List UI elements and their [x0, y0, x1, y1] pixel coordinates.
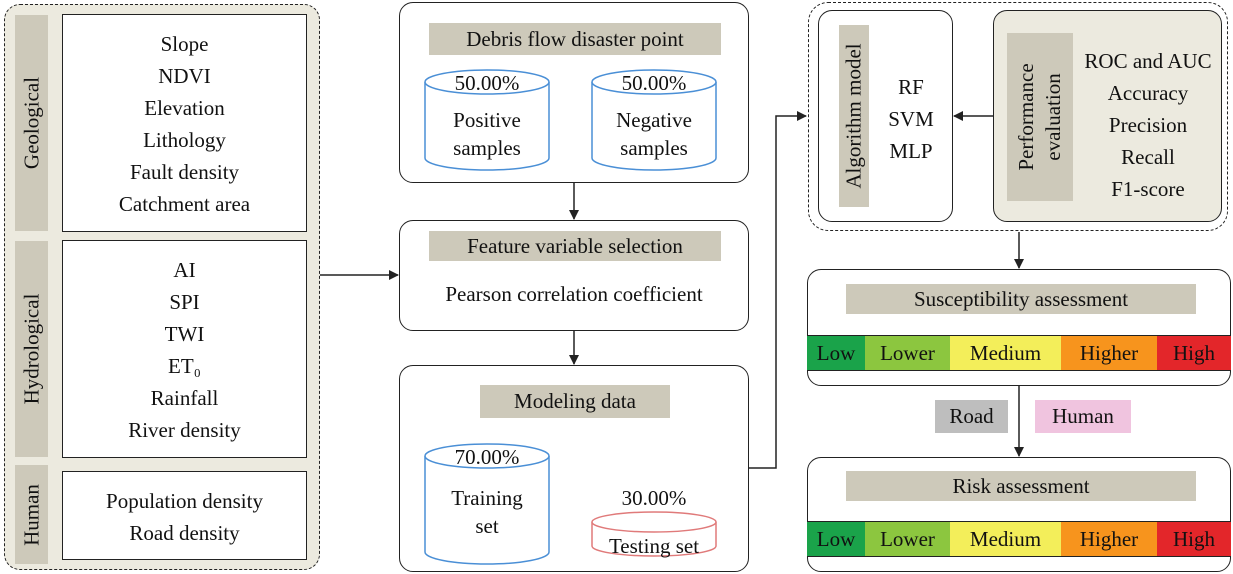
metric-item: Precision — [1108, 113, 1188, 137]
level-low: Low — [807, 336, 865, 370]
susceptibility-title: Susceptibility assessment — [846, 284, 1196, 314]
hydrological-factors-box: AI SPI TWI ET₀ Rainfall River density — [62, 240, 307, 458]
testing-percent: 30.00% — [621, 486, 687, 510]
level-higher: Higher — [1061, 336, 1157, 370]
negative-samples-label: Negative samples — [592, 106, 716, 162]
factor-item: Road density — [129, 521, 240, 545]
factor-item: AI — [173, 258, 196, 282]
factor-item: TWI — [164, 322, 205, 346]
human-factors-list: Population density Road density — [63, 472, 306, 549]
model-group — [808, 2, 1228, 231]
arrow-modeling-to-algorithm — [749, 111, 807, 469]
metric-item: Accuracy — [1107, 81, 1189, 105]
negative-line2: samples — [620, 136, 688, 160]
level-higher: Higher — [1061, 522, 1157, 556]
level-high: High — [1157, 336, 1231, 370]
level-medium: Medium — [950, 522, 1061, 556]
hydrological-factors-list: AI SPI TWI ET₀ Rainfall River density — [63, 241, 306, 446]
geological-factors-list: Slope NDVI Elevation Lithology Fault den… — [63, 15, 306, 220]
negative-cylinder-icon — [591, 69, 717, 171]
feature-selection-title: Feature variable selection — [429, 231, 721, 261]
metric-item: Recall — [1121, 145, 1175, 169]
susceptibility-scale: Low Lower Medium Higher High — [807, 335, 1231, 371]
training-line1: Training — [451, 486, 523, 510]
algorithm-label-bar: Algorithm model — [839, 25, 869, 207]
geological-label-bar: Geological — [15, 15, 48, 231]
positive-cylinder-icon — [424, 69, 550, 171]
performance-label-line2: evaluation — [1041, 73, 1065, 161]
positive-percent: 50.00% — [454, 71, 520, 95]
performance-label-line1: Performance — [1014, 63, 1038, 171]
level-lower: Lower — [865, 336, 950, 370]
training-set-label: Training set — [425, 484, 549, 540]
risk-scale: Low Lower Medium Higher High — [807, 521, 1231, 557]
level-low: Low — [807, 522, 865, 556]
algorithm-item: SVM — [888, 107, 934, 131]
algorithm-item: MLP — [889, 139, 933, 163]
negative-percent: 50.00% — [621, 71, 687, 95]
testing-set-label: Testing set — [608, 534, 700, 558]
modeling-data-title: Modeling data — [480, 385, 670, 418]
metric-item: F1-score — [1111, 177, 1185, 201]
factor-item: Catchment area — [118, 192, 251, 216]
positive-line2: samples — [453, 136, 521, 160]
metric-item: ROC and AUC — [1084, 49, 1212, 73]
factor-item: ET₀ — [168, 354, 201, 378]
factor-item: Slope — [160, 32, 209, 56]
training-cylinder-icon — [424, 443, 550, 565]
risk-title: Risk assessment — [846, 471, 1196, 501]
training-line2: set — [475, 514, 499, 538]
disaster-point-title: Debris flow disaster point — [429, 23, 721, 55]
algorithm-list: RF SVM MLP — [871, 71, 951, 167]
positive-line1: Positive — [453, 108, 521, 132]
factor-item: NDVI — [158, 64, 211, 88]
level-medium: Medium — [950, 336, 1061, 370]
algorithm-model-box: Algorithm model RF SVM MLP — [818, 10, 953, 222]
testing-cylinder-icon — [591, 511, 717, 557]
factor-item: Population density — [106, 489, 263, 513]
feature-selection-method: Pearson correlation coefficient — [445, 282, 703, 306]
human-tag: Human — [1035, 400, 1131, 433]
performance-metrics-list: ROC and AUC Accuracy Precision Recall F1… — [1070, 45, 1226, 205]
performance-label-bar: Performance evaluation — [1007, 33, 1073, 201]
geological-factors-box: Slope NDVI Elevation Lithology Fault den… — [62, 14, 307, 232]
feature-selection-box: Feature variable selection Pearson corre… — [399, 220, 749, 331]
factor-item: Elevation — [144, 96, 225, 120]
factor-item: SPI — [169, 290, 200, 314]
factor-item: Lithology — [143, 128, 226, 152]
road-tag: Road — [935, 400, 1008, 433]
level-high: High — [1157, 522, 1231, 556]
performance-evaluation-box: Performance evaluation ROC and AUC Accur… — [993, 10, 1222, 222]
factor-item: River density — [128, 418, 241, 442]
human-label-bar: Human — [15, 465, 48, 564]
algorithm-model-label: Algorithm model — [841, 43, 866, 189]
negative-line1: Negative — [616, 108, 692, 132]
algorithm-item: RF — [898, 75, 924, 99]
factor-item: Rainfall — [150, 386, 219, 410]
training-percent: 70.00% — [454, 445, 520, 469]
level-lower: Lower — [865, 522, 950, 556]
hydrological-label-bar: Hydrological — [15, 241, 48, 457]
human-factors-box: Population density Road density — [62, 471, 307, 560]
positive-samples-label: Positive samples — [425, 106, 549, 162]
factor-item: Fault density — [129, 160, 240, 184]
modeling-data-box: Modeling data — [399, 365, 749, 572]
performance-label: Performance evaluation — [1013, 63, 1067, 170]
